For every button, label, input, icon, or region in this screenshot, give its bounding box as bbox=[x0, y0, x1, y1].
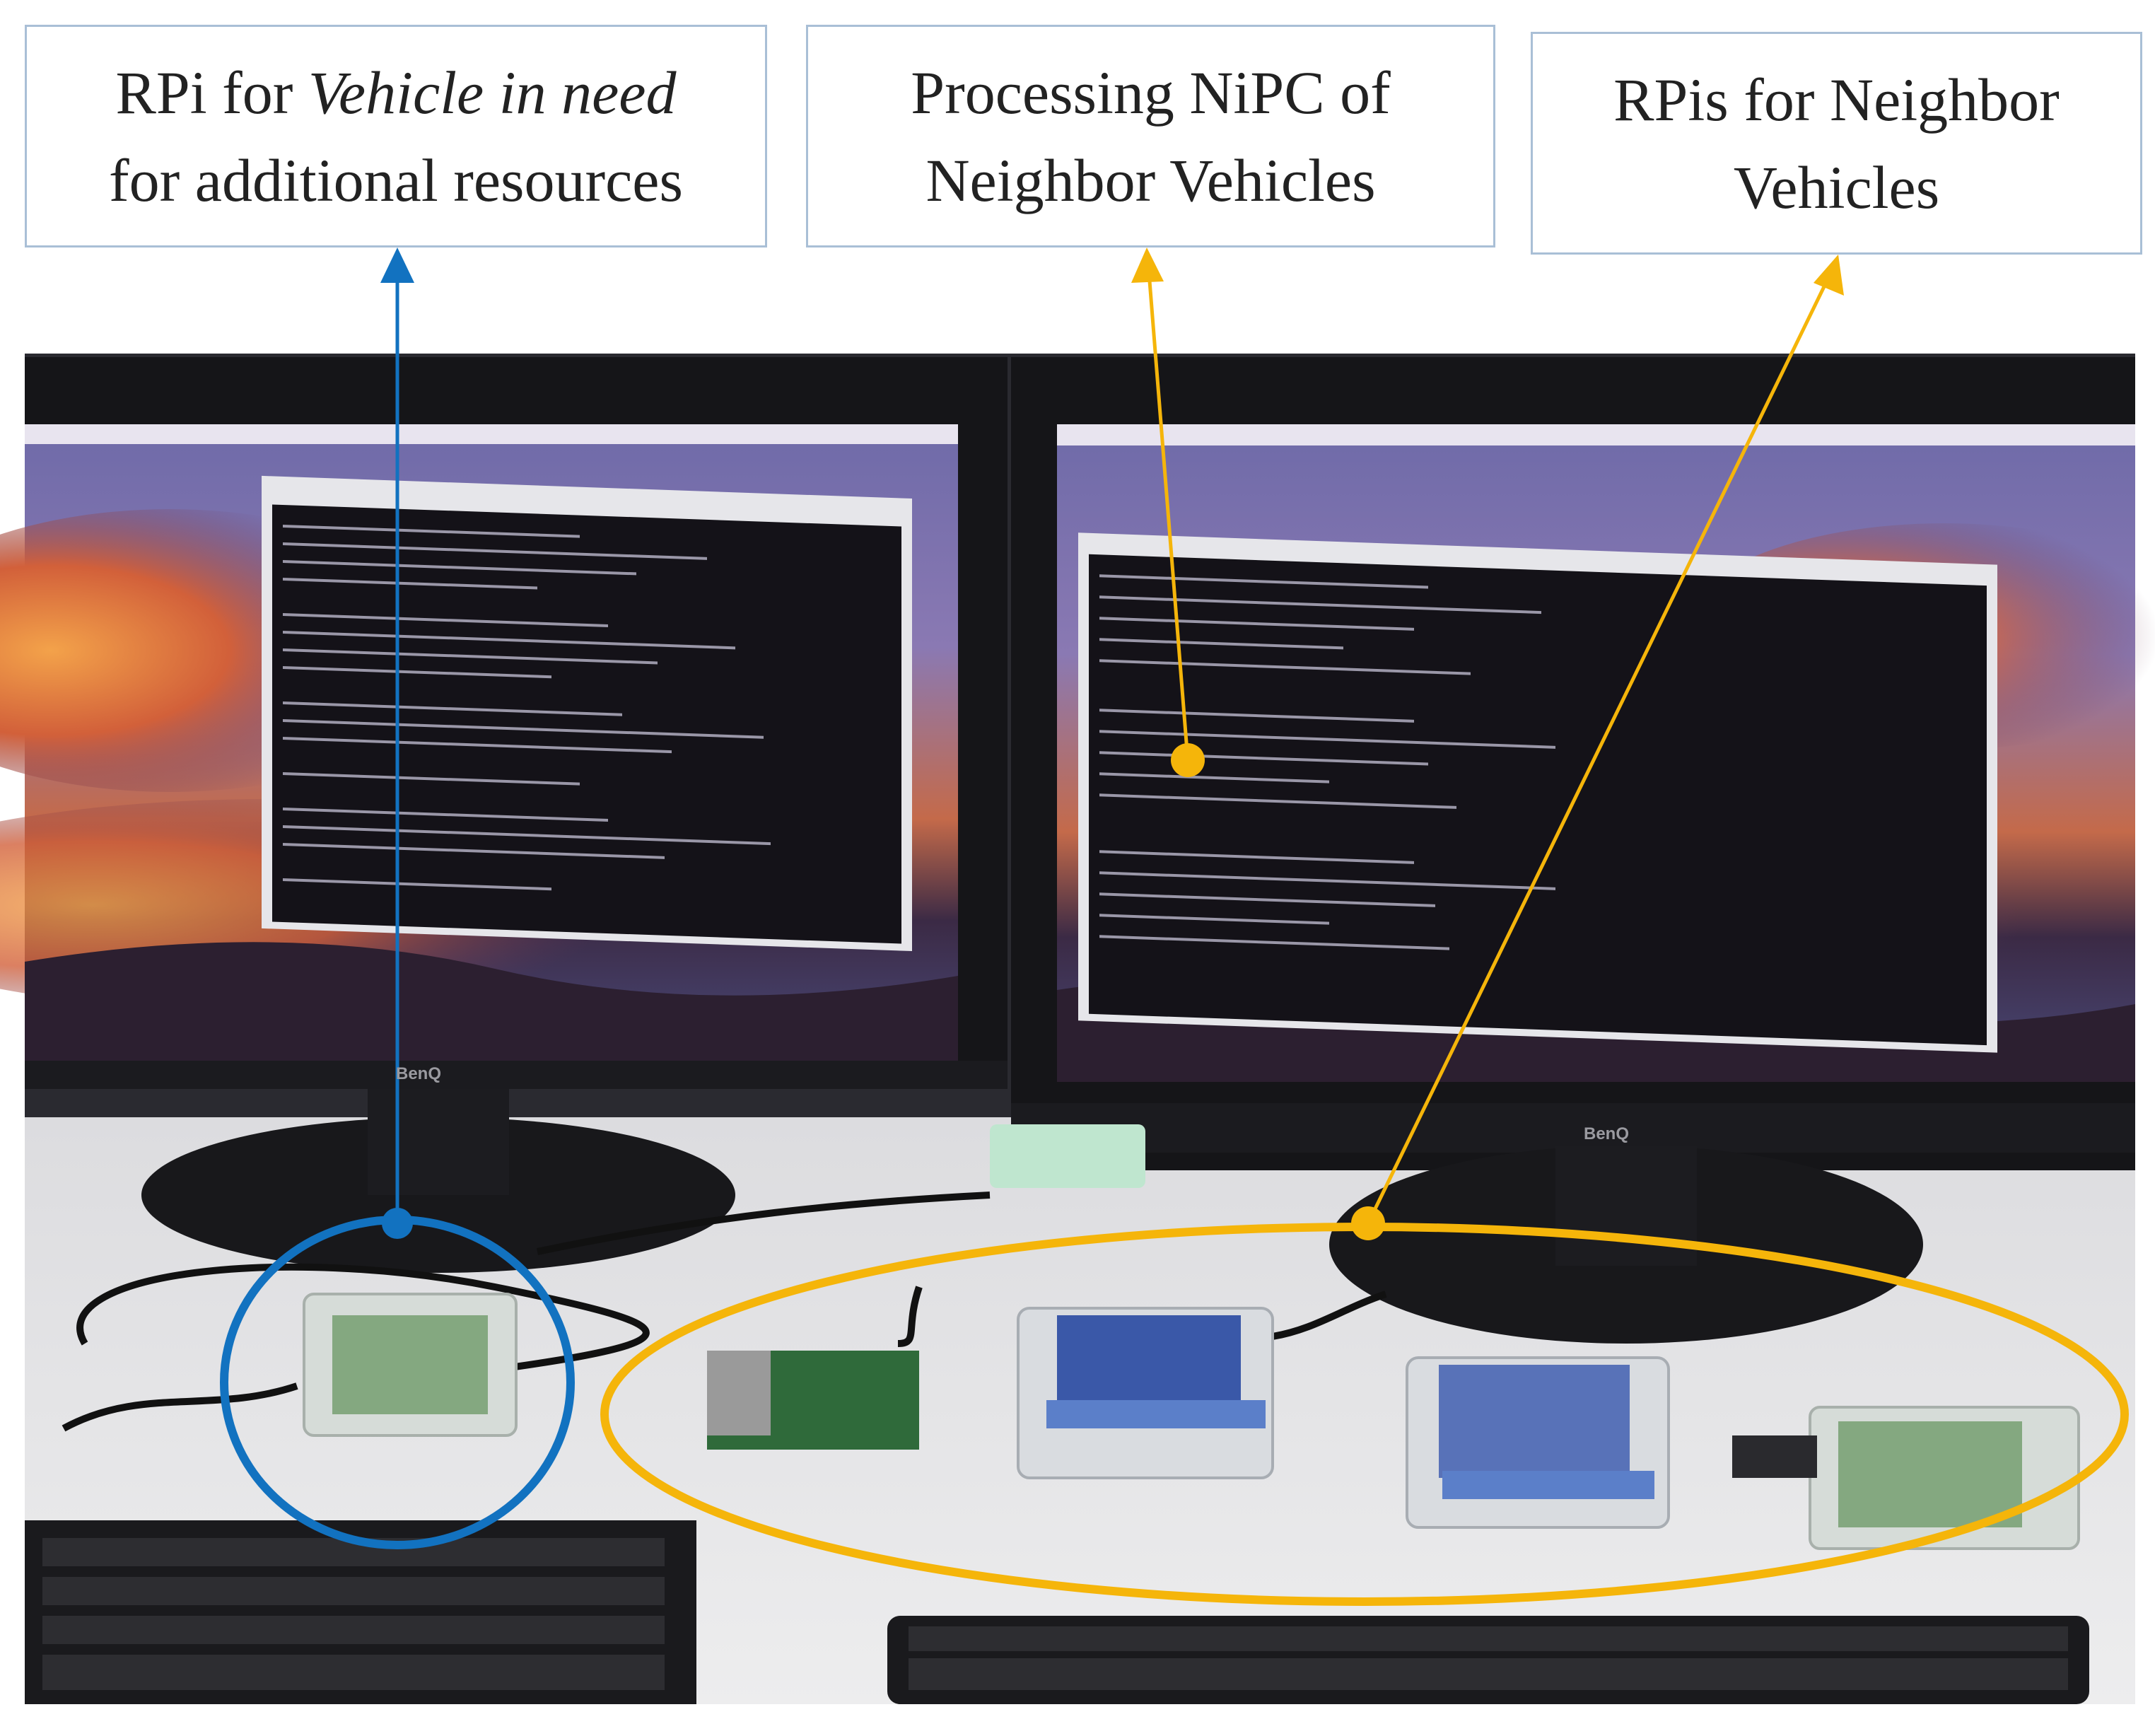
blue-arrowhead bbox=[380, 247, 414, 283]
left-keyboard bbox=[25, 1520, 696, 1704]
yellow-arrow-dot-nipc bbox=[1171, 743, 1205, 777]
label-rpi-emphasis: Vehicle in need bbox=[308, 58, 677, 127]
cables bbox=[62, 1192, 1387, 1432]
right-keyboard bbox=[887, 1616, 2089, 1704]
left-monitor bbox=[0, 357, 1008, 1089]
label-neighbor-line2: Vehicles bbox=[1733, 153, 1940, 221]
left-monitor-brand: BenQ bbox=[396, 1064, 442, 1083]
label-processing-nipc: Processing NiPC of Neighbor Vehicles bbox=[806, 25, 1495, 247]
blue-arrow-dot bbox=[382, 1208, 413, 1239]
label-rpi-vehicle-in-need: RPi for Vehicle in need for additional r… bbox=[25, 25, 767, 247]
label-neighbor-line1: RPis for Neighbor bbox=[1613, 65, 2060, 134]
yellow-arrowhead-rpis bbox=[1814, 255, 1844, 296]
label-nipc-line2: Neighbor Vehicles bbox=[925, 146, 1376, 214]
yellow-arrow-line-rpis bbox=[1366, 278, 1830, 1225]
label-rpis-neighbor: RPis for Neighbor Vehicles bbox=[1531, 32, 2142, 255]
label-nipc-line1: Processing NiPC of bbox=[911, 58, 1391, 127]
yellow-arrow-dot-rpis bbox=[1351, 1206, 1385, 1240]
label-rpi-line1: RPi for Vehicle in need bbox=[116, 49, 677, 136]
label-rpi-prefix: RPi for bbox=[115, 58, 308, 127]
label-rpi-line2: for additional resources bbox=[109, 146, 683, 214]
rpi-vehicle-in-need-device bbox=[303, 1293, 518, 1437]
yellow-arrow-line-nipc bbox=[1147, 272, 1190, 761]
power-strip bbox=[990, 1124, 1145, 1188]
rpi-neighbor-2 bbox=[1017, 1307, 1274, 1479]
right-monitor-brand: BenQ bbox=[1584, 1124, 1630, 1143]
rpi-neighbor-1 bbox=[707, 1351, 919, 1450]
rpi-neighbor-3 bbox=[1406, 1356, 1670, 1529]
yellow-arrowhead-nipc bbox=[1131, 247, 1164, 283]
